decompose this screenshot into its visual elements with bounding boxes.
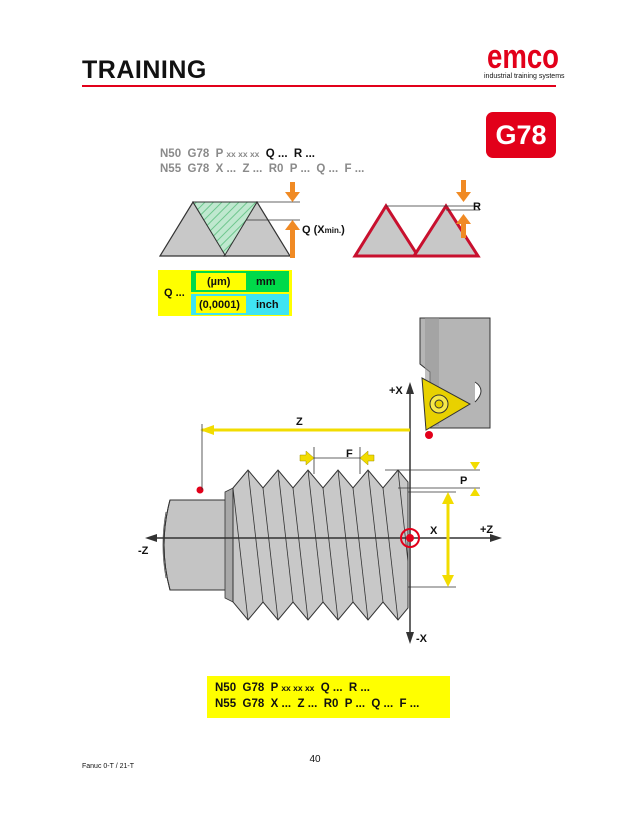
- code-p-value: xx xx xx: [281, 683, 315, 693]
- code-p: P ...: [289, 163, 311, 175]
- emco-logo-text: emco: [487, 40, 559, 74]
- minus-z-label: -Z: [138, 545, 149, 557]
- code-q: Q ...: [265, 148, 288, 160]
- code-q: Q ...: [316, 163, 339, 175]
- code-p: P: [215, 148, 224, 160]
- q-table-label: Q ...: [164, 287, 185, 299]
- thread-profile-figures: Q (Xmin.) R: [158, 180, 481, 258]
- bottom-code-line-2: N55 G78 X ... Z ... R0 P ... Q ... F ...: [215, 698, 419, 710]
- f-label: F: [346, 448, 353, 460]
- plus-z-label: +Z: [480, 524, 493, 536]
- p-dimension: [385, 462, 480, 496]
- code-r: R ...: [348, 682, 371, 694]
- x-label: X: [430, 525, 438, 537]
- code-z: Z ...: [297, 698, 318, 710]
- code-x: X ...: [215, 163, 237, 175]
- top-code-line-1: N50 G78 P xx xx xx Q ... R ...: [160, 148, 315, 160]
- workpiece: [162, 469, 409, 621]
- top-code-line-2: N55 G78 X ... Z ... R0 P ... Q ... F ...: [160, 163, 364, 175]
- code-x: X ...: [270, 698, 292, 710]
- code-g: G78: [187, 163, 210, 175]
- code-g: G78: [187, 148, 210, 160]
- z-dimension: [200, 424, 410, 490]
- header-rule: [82, 85, 556, 87]
- code-f: F ...: [399, 698, 420, 710]
- bottom-code-box: [207, 676, 450, 718]
- code-n: N50: [215, 682, 237, 694]
- plus-x-label: +X: [389, 385, 403, 397]
- code-q: Q ...: [371, 698, 394, 710]
- logo-tagline: industrial training systems: [484, 73, 565, 80]
- threading-insert: [421, 377, 472, 439]
- code-p: P ...: [344, 698, 366, 710]
- emco-logo: emco: [486, 40, 560, 74]
- code-g: G78: [242, 682, 265, 694]
- origin-marker: [400, 528, 420, 548]
- q-row-mm-value-cell: [196, 273, 246, 290]
- code-q: Q ...: [320, 682, 343, 694]
- f-dimension: [299, 447, 375, 474]
- q-row-inch-unit: inch: [256, 299, 279, 311]
- z-label: Z: [296, 416, 303, 428]
- minus-x-label: -X: [416, 633, 428, 645]
- q-row-mm-unit: mm: [256, 276, 276, 288]
- code-z: Z ...: [242, 163, 263, 175]
- q-row-inch-value: (0,0001): [199, 299, 240, 311]
- bottom-code-line-1: N50 G78 P xx xx xx Q ... R ...: [215, 682, 370, 694]
- p-label: P: [460, 475, 467, 487]
- r-label: R: [473, 201, 481, 213]
- code-p: P: [270, 682, 279, 694]
- thread-profile-left: [158, 200, 300, 257]
- threading-drawing: +X -X +Z -Z Z F P X: [138, 317, 502, 645]
- r-arrows: [456, 180, 471, 238]
- start-point-marker: [196, 486, 204, 494]
- q-label: Q (Xmin.): [302, 224, 345, 236]
- code-r0: R0: [323, 698, 339, 710]
- q-row-inch-value-cell: [196, 296, 246, 313]
- code-r: R ...: [293, 148, 316, 160]
- q-row-mm-value: (µm): [207, 276, 231, 288]
- code-f: F ...: [344, 163, 365, 175]
- code-g: G78: [242, 698, 265, 710]
- g78-badge: G78: [486, 112, 556, 158]
- q-arrows: [285, 182, 300, 258]
- page-number: 40: [309, 754, 321, 765]
- code-n: N50: [160, 148, 182, 160]
- code-p-value: xx xx xx: [226, 149, 260, 159]
- code-n: N55: [160, 163, 182, 175]
- code-n: N55: [215, 698, 237, 710]
- footer-machine-label: Fanuc 0-T / 21-T: [82, 763, 135, 770]
- code-r0: R0: [268, 163, 284, 175]
- x-dimension: [408, 491, 456, 588]
- thread-profile-right: [352, 203, 481, 258]
- page-title: TRAINING: [82, 56, 207, 84]
